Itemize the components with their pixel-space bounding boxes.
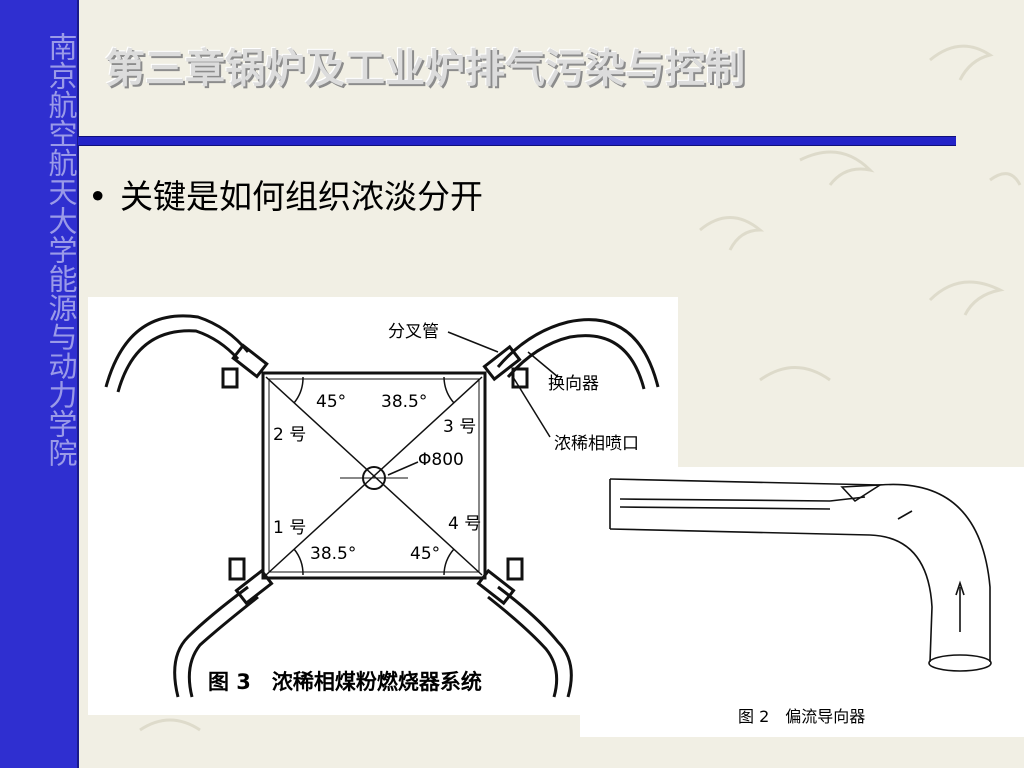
label-burner-3: 3 号 (443, 417, 476, 437)
diverter-block (511, 367, 529, 389)
pipe-bottom-right-inner (487, 595, 559, 698)
pipe-top-edge (609, 478, 881, 486)
label-angle-bottom-left: 38.5° (310, 544, 356, 564)
diverter-block (221, 367, 239, 389)
bullet-point: • 关键是如何组织浓淡分开 (88, 170, 483, 218)
guide-vane-wedge (840, 484, 883, 503)
diverter-block (228, 557, 246, 581)
leader-line (387, 461, 419, 476)
angle-arc (293, 376, 304, 404)
furnace-inner-outline (268, 378, 480, 573)
elbow-outer (879, 483, 991, 662)
label-burner-1: 1 号 (273, 518, 306, 538)
flow-arrow-small (897, 510, 913, 520)
pipe-bottom-edge (609, 528, 871, 536)
burner-nozzle (476, 568, 516, 606)
pipe-bottom-right (497, 585, 573, 698)
label-burner-4: 4 号 (448, 514, 481, 534)
angle-arc (443, 548, 455, 576)
pipe-top-left (104, 314, 250, 388)
pipe-inner-line (619, 498, 831, 502)
furnace-outline (261, 371, 487, 580)
bullet-marker: • (88, 177, 108, 216)
flow-arrowhead (955, 580, 965, 596)
label-diameter: Φ800 (418, 450, 464, 470)
pipe-outlet (928, 654, 992, 672)
deflection-guide-diagram: 图 2 偏流导向器 (609, 478, 992, 726)
label-angle-bottom-right: 45° (410, 544, 440, 564)
figure-3-caption: 图 3 浓稀相煤粉燃烧器系统 (208, 670, 482, 694)
slide-title: 第三章锅炉及工业炉排气污染与控制 (105, 46, 745, 92)
diagonal-line (265, 376, 483, 576)
figure-2-caption: 图 2 偏流导向器 (738, 707, 865, 726)
bullet-text: 关键是如何组织浓淡分开 (120, 177, 483, 216)
diverter-block (506, 557, 524, 581)
label-burner-2: 2 号 (273, 425, 306, 445)
burner-system-diagram: 分叉管 换向器 浓稀相喷口 Φ800 2 号 3 号 1 号 4 号 45° 3… (104, 314, 660, 698)
burner-nozzle (234, 568, 274, 606)
burner-nozzle (482, 344, 522, 382)
institution-name: 南京航空航天大学能源与动力学院 (44, 32, 78, 467)
pipe-bottom-left-inner (187, 595, 259, 698)
figure-3-burner-system: 分叉管 换向器 浓稀相喷口 Φ800 2 号 3 号 1 号 4 号 45° 3… (88, 297, 678, 715)
leader-line (447, 331, 499, 353)
pipe-bottom-left (173, 585, 249, 698)
pipe-top-right (496, 318, 660, 388)
figure-2-deflection-guide: 图 2 偏流导向器 (580, 467, 1024, 737)
label-diverter: 换向器 (548, 374, 599, 394)
label-angle-top-right: 38.5° (381, 392, 427, 412)
angle-arc (293, 548, 304, 576)
leader-line (512, 376, 551, 438)
sidebar: 南京航空航天大学能源与动力学院 (0, 0, 79, 768)
label-angle-top-left: 45° (316, 392, 346, 412)
pipe-top-right-inner (506, 334, 646, 390)
title-divider (78, 136, 956, 146)
label-branch-pipe: 分叉管 (388, 322, 439, 342)
leader-line (527, 351, 559, 378)
pipe-inner-line (619, 506, 831, 510)
angle-arc (443, 376, 455, 404)
pipe-top-left-inner (116, 329, 240, 393)
elbow-inner (869, 534, 933, 663)
burner-nozzle (231, 343, 269, 379)
label-nozzle: 浓稀相喷口 (554, 434, 639, 454)
